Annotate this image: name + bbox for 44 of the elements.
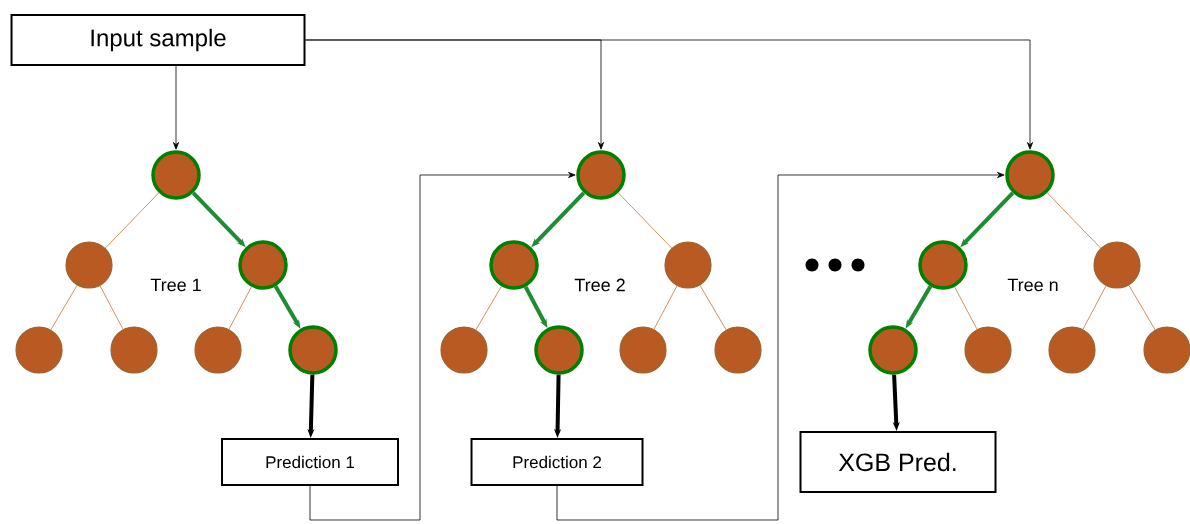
connector-line bbox=[617, 192, 672, 249]
connector-line bbox=[1082, 285, 1107, 330]
tree-node-circle bbox=[714, 326, 762, 374]
connector-line bbox=[653, 285, 678, 330]
tree-node-circle bbox=[1143, 326, 1190, 374]
input-box: Input sample bbox=[10, 14, 306, 66]
tree-node-circle bbox=[288, 325, 338, 375]
tree-node-circle bbox=[619, 326, 667, 374]
prediction-box: XGB Pred. bbox=[799, 431, 997, 493]
tree-node-circle bbox=[576, 150, 626, 200]
connector-line bbox=[699, 284, 727, 331]
arrow bbox=[309, 172, 576, 521]
tree-label: Tree n bbox=[1007, 278, 1058, 292]
tree-node-circle bbox=[440, 326, 488, 374]
tree-node-circle bbox=[65, 241, 113, 289]
tree-node-circle bbox=[238, 240, 288, 290]
tree-node-circle bbox=[918, 240, 968, 290]
tree-node-circle bbox=[964, 326, 1012, 374]
tree-node-circle bbox=[110, 326, 158, 374]
tree-node-circle bbox=[194, 326, 242, 374]
tree-node-circle bbox=[1005, 150, 1055, 200]
tree-node-circle bbox=[489, 240, 539, 290]
connector-line bbox=[228, 286, 252, 330]
connector-line bbox=[1046, 192, 1101, 249]
arrow bbox=[173, 65, 179, 150]
tree-node-circle bbox=[664, 241, 712, 289]
tree-node-circle bbox=[1048, 326, 1096, 374]
tree-label: Tree 1 bbox=[150, 278, 201, 292]
prediction-box: Prediction 1 bbox=[221, 438, 399, 486]
tree-node-circle bbox=[1093, 241, 1141, 289]
tree-node-circle bbox=[534, 325, 584, 375]
tree-node-circle bbox=[15, 326, 63, 374]
connector-line bbox=[50, 284, 78, 331]
arrow bbox=[556, 172, 1005, 521]
tree-node-circle bbox=[151, 150, 201, 200]
connector-line bbox=[105, 192, 160, 249]
tree-node-circle bbox=[868, 325, 918, 375]
connector-line bbox=[954, 286, 978, 330]
connector-line bbox=[99, 285, 124, 330]
prediction-box: Prediction 2 bbox=[470, 438, 644, 486]
connector-line bbox=[475, 285, 502, 331]
connector-line bbox=[1128, 284, 1156, 331]
arrow bbox=[305, 39, 1033, 150]
tree-label: Tree 2 bbox=[574, 278, 625, 292]
